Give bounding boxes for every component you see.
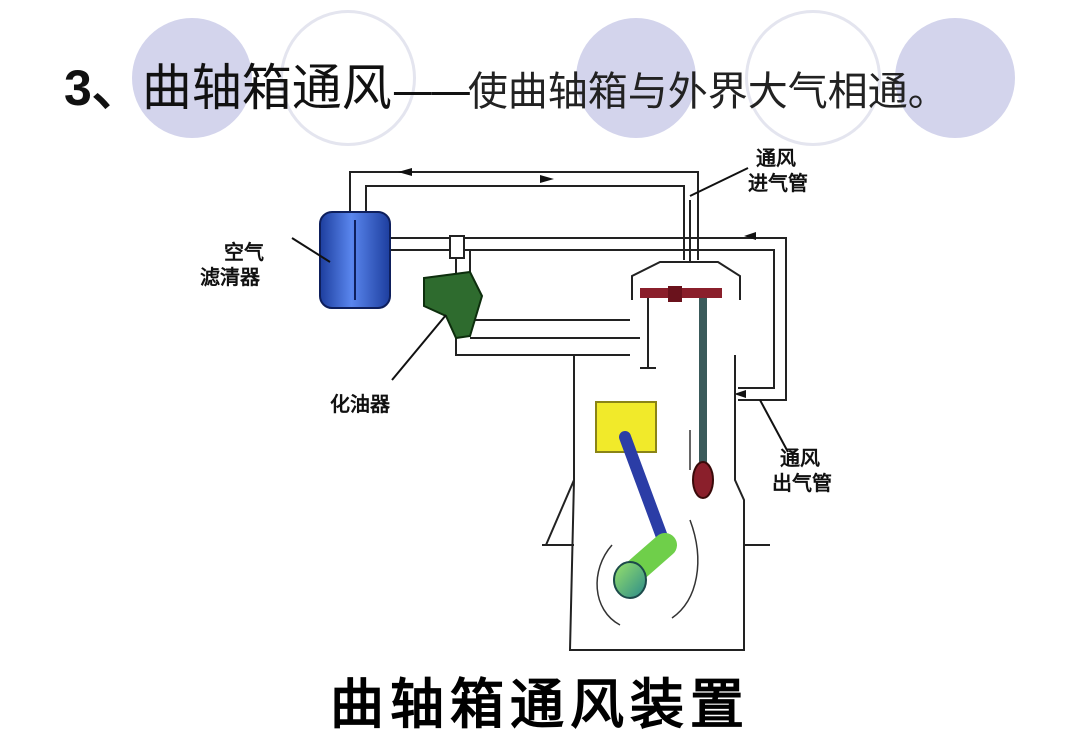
intake-flow-arrows	[398, 168, 554, 183]
flow-arrows-crankcase	[596, 430, 699, 626]
connecting-rod	[619, 431, 671, 551]
heading-number: 3、	[64, 60, 142, 116]
label-outlet-pipe-line1: 通风	[780, 446, 820, 470]
diagram-caption: 曲轴箱通风装置	[330, 673, 750, 736]
label-intake-pipe-line1: 通风	[756, 146, 796, 170]
label-carburetor: 化油器	[330, 392, 390, 417]
intake-valve	[640, 286, 722, 499]
cylinder-head	[631, 200, 741, 300]
label-carburetor-text: 化油器	[330, 392, 390, 416]
crankshaft	[613, 533, 677, 599]
heading-title: 曲轴箱通风	[141, 59, 392, 117]
label-intake-pipe-line2: 进气管	[748, 171, 808, 195]
return-flow-arrows	[734, 232, 756, 398]
label-outlet-pipe-line2: 出气管	[772, 471, 832, 495]
decor-circle-2	[576, 18, 696, 138]
label-leader-lines	[291, 167, 789, 453]
label-air-filter-line2: 滤清器	[200, 265, 260, 289]
decor-circle-1	[132, 18, 252, 138]
label-air-filter: 空气 滤清器	[200, 240, 264, 290]
ventilation-intake-pipe	[349, 171, 699, 260]
air-filter	[319, 211, 391, 309]
slide-heading: 3、 曲轴箱通风 —— 使曲轴箱与外界大气相通。	[64, 48, 948, 120]
label-air-filter-line1: 空气	[224, 240, 264, 264]
engine-block	[542, 355, 770, 651]
decor-circle-3	[895, 18, 1015, 138]
heading-dash: ——	[391, 66, 472, 115]
heading-subtitle: 使曲轴箱与外界大气相通。	[467, 69, 948, 115]
decor-ring-1	[280, 10, 416, 146]
decor-ring-2	[745, 10, 881, 146]
carburetor	[423, 235, 484, 340]
label-intake-pipe: 通风 进气管	[748, 146, 808, 196]
label-outlet-pipe: 通风 出气管	[772, 446, 832, 496]
